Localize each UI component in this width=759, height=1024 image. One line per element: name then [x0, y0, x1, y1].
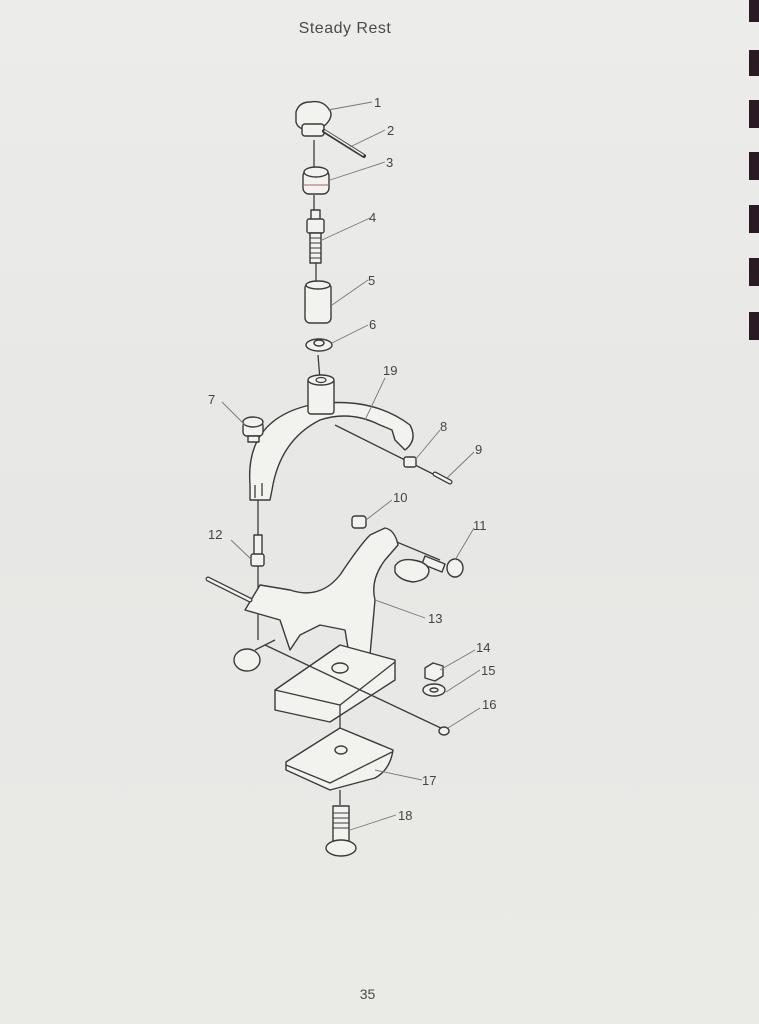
- part-11-screw: [379, 534, 464, 578]
- callout-1: 1: [374, 95, 381, 110]
- callout-6: 6: [369, 317, 376, 332]
- callout-19: 19: [383, 363, 397, 378]
- part-13-frame: [205, 527, 430, 723]
- binding-mark: [749, 100, 759, 128]
- callout-15: 15: [481, 663, 495, 678]
- callout-11: 11: [473, 518, 487, 533]
- callout-5: 5: [368, 273, 375, 288]
- callout-13: 13: [428, 611, 442, 626]
- part-5-sleeve: [304, 280, 332, 324]
- callout-14: 14: [476, 640, 490, 655]
- callout-10: 10: [393, 490, 407, 505]
- page-title: Steady Rest: [298, 20, 392, 37]
- part-6-washer: [305, 338, 333, 352]
- part-15-washer: [422, 683, 446, 697]
- binding-mark: [749, 152, 759, 180]
- callout-9: 9: [475, 442, 482, 457]
- part-3-bushing: [302, 166, 330, 195]
- part-8-nut: [403, 456, 417, 468]
- callout-4: 4: [369, 210, 376, 225]
- callout-16: 16: [482, 697, 496, 712]
- part-16-nut: [438, 726, 450, 736]
- part-2-pin: [322, 129, 366, 158]
- binding-mark: [749, 312, 759, 340]
- part-14-nut: [424, 662, 444, 682]
- part-19-upper-arm: [248, 374, 414, 501]
- part-9-pin: [432, 471, 453, 485]
- callout-18: 18: [398, 808, 412, 823]
- part-10-nut: [351, 515, 367, 529]
- page-number: 35: [359, 986, 376, 1002]
- binding-mark: [749, 0, 759, 22]
- callout-17: 17: [422, 773, 436, 788]
- callout-12: 12: [208, 527, 222, 542]
- binding-mark: [749, 50, 759, 76]
- callout-8: 8: [440, 419, 447, 434]
- part-17-clamp-plate: [285, 727, 394, 791]
- part-4-screw: [306, 209, 325, 264]
- part-12-stud: [250, 534, 265, 567]
- part-7-nut: [242, 416, 264, 443]
- callout-2: 2: [387, 123, 394, 138]
- callout-3: 3: [386, 155, 393, 170]
- binding-mark: [749, 258, 759, 286]
- part-18-bolt: [325, 805, 357, 857]
- callout-7: 7: [208, 392, 215, 407]
- part-1-knob: [295, 100, 332, 137]
- binding-mark: [749, 205, 759, 233]
